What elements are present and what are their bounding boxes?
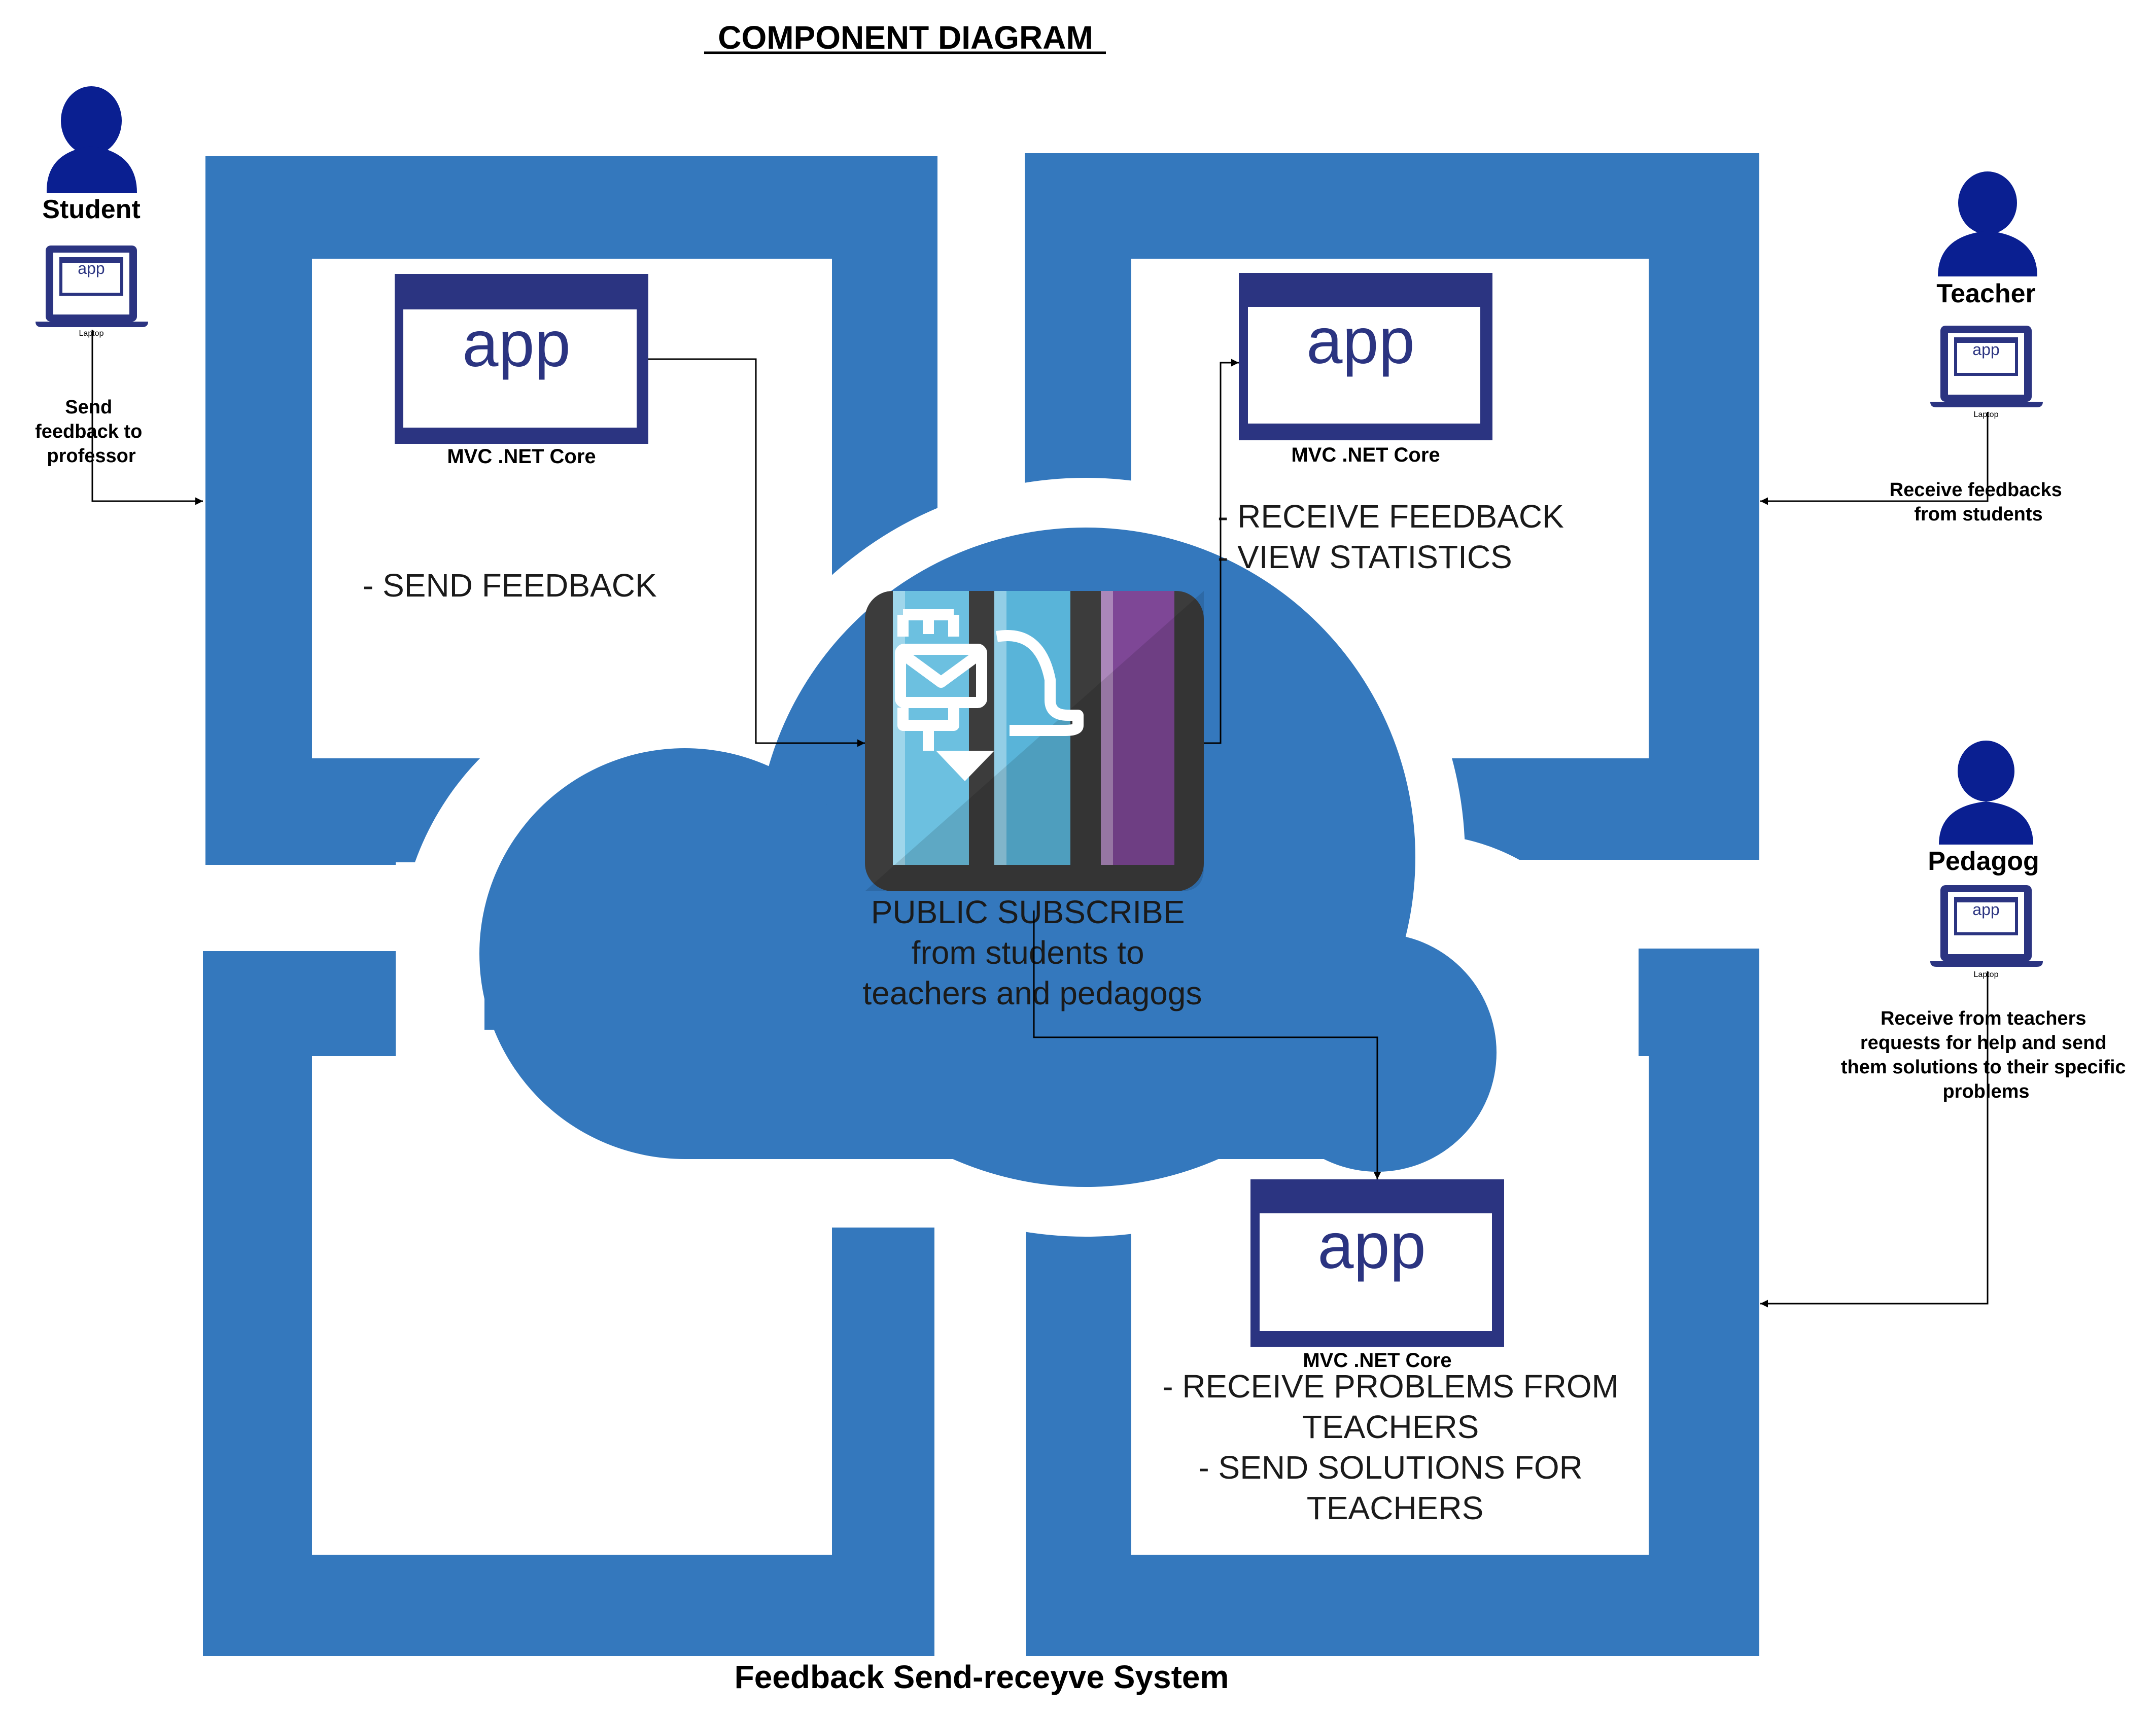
pedagog-note: Receive from teachers requests for help … <box>1841 1008 2131 1102</box>
svg-text:Laptop: Laptop <box>1974 410 1999 419</box>
service-label: PUBLIC SUBSCRIBE from students to teache… <box>863 894 1202 1011</box>
teacher-laptop-icon: app Laptop <box>1930 326 2043 419</box>
svg-text:app: app <box>1972 900 1999 919</box>
svg-text:app: app <box>78 259 105 277</box>
student-app-to-service-arrow <box>648 358 865 747</box>
student-to-frame-arrow <box>91 330 203 505</box>
pedagog-person-icon <box>1939 741 2033 845</box>
teacher-app-caption: MVC .NET Core <box>1291 444 1440 466</box>
svg-text:app: app <box>1317 1210 1426 1282</box>
pedagog-laptop-icon: app Laptop <box>1930 885 2043 979</box>
student-app-icon: app <box>395 274 648 444</box>
student-person-icon <box>46 86 137 193</box>
service-to-teacher-app-arrow <box>1204 359 1239 744</box>
teacher-app-features: - RECEIVE FEEDBACK - VIEW STATISTICS <box>1218 498 1573 575</box>
student-label: Student <box>42 195 141 224</box>
diagram-footer: Feedback Send-receyve System <box>735 1659 1229 1695</box>
teacher-note: Receive feedbacks from students <box>1890 479 2068 525</box>
teacher-to-frame-arrow <box>1760 412 1989 505</box>
connectors <box>91 330 1989 1308</box>
service-bus-icon <box>865 591 1204 891</box>
pedagog-to-frame-arrow <box>1760 971 1989 1308</box>
pedagog-app-icon: app <box>1250 1179 1504 1347</box>
teacher-person-icon <box>1938 171 2037 276</box>
student-note: Send feedback to professor <box>35 397 148 467</box>
svg-text:Laptop: Laptop <box>79 329 104 338</box>
student-laptop-icon: app Laptop <box>36 246 148 338</box>
student-app-caption: MVC .NET Core <box>447 445 596 468</box>
teacher-label: Teacher <box>1936 279 2036 308</box>
service-to-pedagog-app-arrow <box>1033 911 1381 1179</box>
teacher-app-icon: app <box>1239 273 1492 440</box>
svg-text:app: app <box>1972 340 1999 359</box>
pedagog-app-caption: MVC .NET Core <box>1303 1349 1451 1372</box>
diagram-title: COMPONENT DIAGRAM <box>718 19 1093 56</box>
pedagog-app-features: - RECEIVE PROBLEMS FROM TEACHERS - SEND … <box>1162 1368 1627 1526</box>
svg-text:app: app <box>1306 305 1415 377</box>
svg-text:app: app <box>462 308 571 380</box>
student-app-features: - SEND FEEDBACK <box>363 567 657 604</box>
pedagog-label: Pedagog <box>1928 847 2039 876</box>
svg-text:Laptop: Laptop <box>1974 970 1999 979</box>
